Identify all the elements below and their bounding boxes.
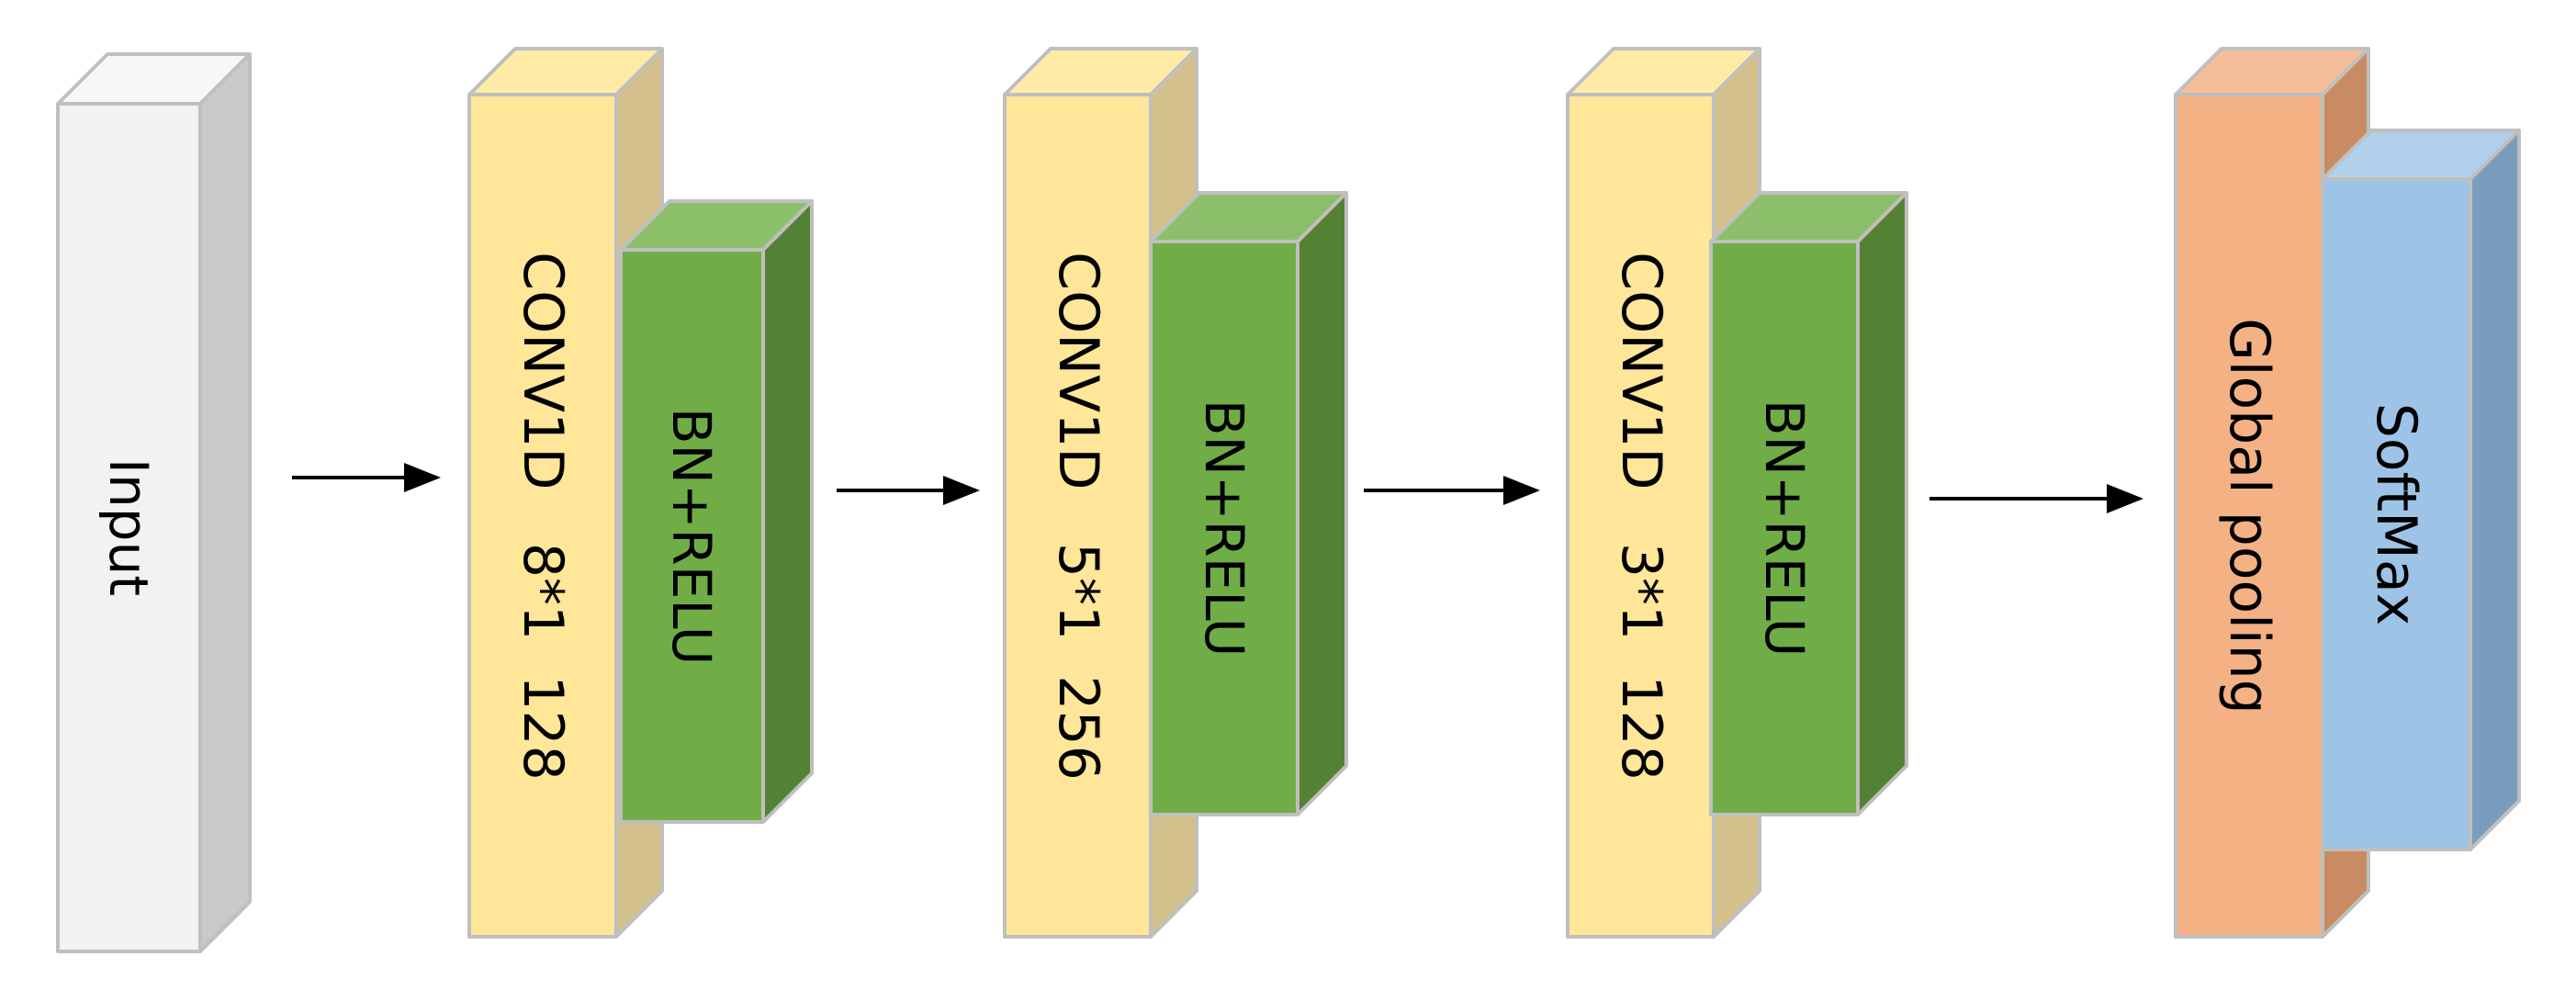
input-block: Input [56,52,252,953]
conv1d-block-3-face [1566,93,1715,939]
bn-relu-block-2-label: BN+RELU [1193,399,1255,658]
bn-relu-block-2: BN+RELU [1149,191,1348,816]
softmax-block-face [2321,177,2472,851]
softmax-label: SoftMax [2364,403,2428,625]
conv1d-block-2-face [1003,93,1153,939]
conv1d-block-2-label: CONV1D 5*1 256 [1046,252,1110,781]
bn-relu-block-3: BN+RELU [1709,191,1908,816]
bn-relu-block-3-side [1856,191,1908,816]
conv1d-block-1-label: CONV1D 8*1 128 [511,252,575,781]
bn-relu-block-1-label: BN+RELU [660,408,723,666]
bn-relu-block-3-label: BN+RELU [1753,399,1816,658]
bn-relu-block-2-side [1296,191,1348,816]
global-pooling-block-face [2174,93,2324,939]
bn-relu-block-1-side [761,199,814,824]
input-block-face [56,102,202,953]
softmax-block-side [2469,129,2521,851]
bn-relu-block-3-face [1709,240,1860,816]
input-label: Input [97,458,160,596]
bn-relu-block-1-face [619,248,765,824]
bn-relu-block-2-face [1149,240,1299,816]
conv1d-block-3-label: CONV1D 3*1 128 [1609,252,1673,781]
input-block-side [198,52,252,953]
global-pooling-label: Global pooling [2217,318,2281,714]
conv1d-block-1-face [467,93,618,939]
softmax-block: SoftMax [2321,129,2521,851]
bn-relu-block-1: BN+RELU [619,199,814,824]
